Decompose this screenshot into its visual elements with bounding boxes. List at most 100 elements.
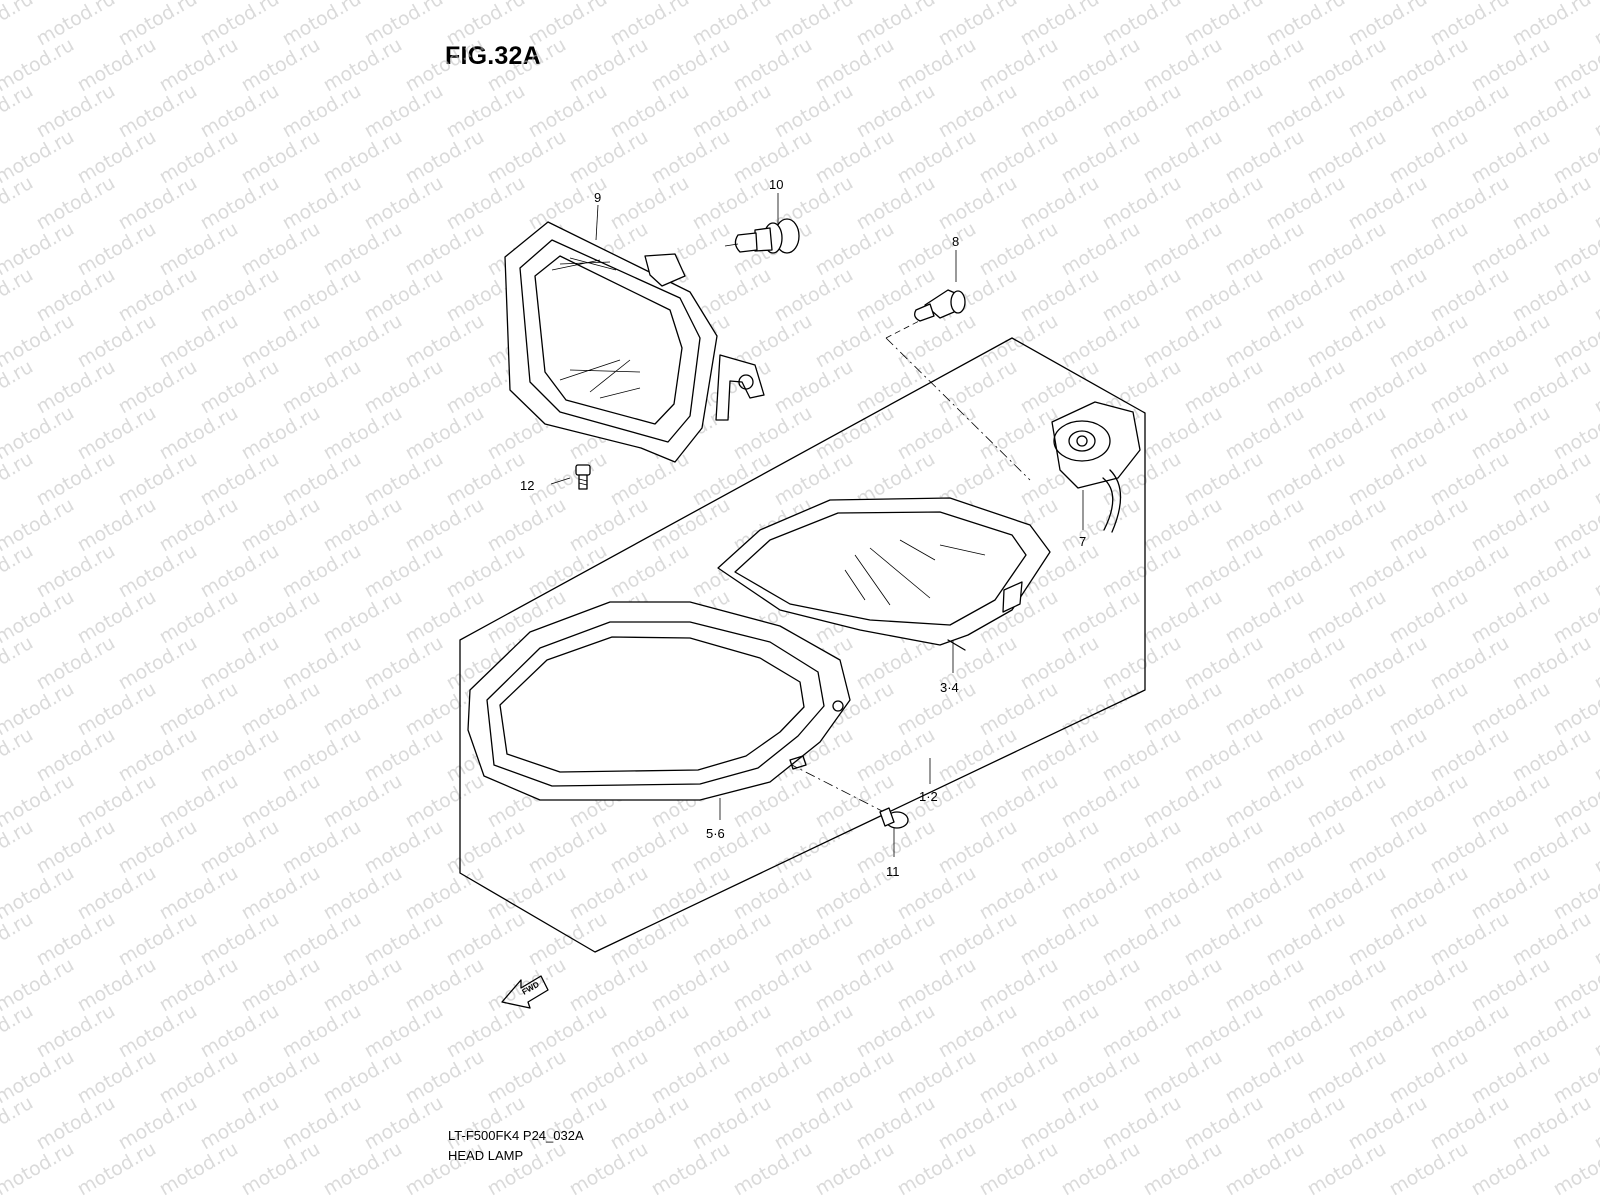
watermark-text: motod.ru [74,402,160,465]
watermark-text: motod.ru [1468,494,1554,557]
watermark-text: motod.ru [1222,126,1308,189]
watermark-text: motod.ru [1017,724,1103,787]
watermark-text: motod.ru [1304,494,1390,557]
watermark-text: motod.ru [33,816,119,879]
watermark-text: motod.ru [1345,0,1431,50]
watermark-text: motod.ru [976,678,1062,741]
watermark-text: motod.ru [1509,0,1595,50]
watermark-text: motod.ru [1058,494,1144,557]
watermark-text: motod.ru [607,0,693,50]
callout-12: 12 [520,478,534,493]
watermark-text: motod.ru [1140,34,1226,97]
watermark-text: motod.ru [238,1046,324,1109]
watermark-text: motod.ru [935,0,1021,50]
headlamp-unit-part [504,221,765,463]
watermark-text: motod.ru [1304,310,1390,373]
watermark-text: motod.ru [1591,540,1600,603]
watermark-text: motod.ru [443,816,529,879]
watermark-text: motod.ru [689,1092,775,1155]
watermark-text: motod.ru [812,218,898,281]
watermark-text: motod.ru [197,448,283,511]
screw-11-part [879,807,909,829]
watermark-text: motod.ru [1509,172,1595,235]
watermark-text: motod.ru [402,494,488,557]
watermark-text: motod.ru [361,172,447,235]
watermark-text: motod.ru [1181,540,1267,603]
watermark-text: motod.ru [238,770,324,833]
watermark-text: motod.ru [1386,1138,1472,1200]
watermark-text: motod.ru [935,172,1021,235]
watermark-text: motod.ru [894,34,980,97]
watermark-text: motod.ru [607,908,693,971]
watermark-text: motod.ru [1591,1000,1600,1063]
watermark-text: motod.ru [1181,1000,1267,1063]
watermark-text: motod.ru [279,1000,365,1063]
watermark-text: motod.ru [156,862,242,925]
watermark-text: motod.ru [1386,586,1472,649]
watermark-text: motod.ru [156,126,242,189]
watermark-text: motod.ru [238,494,324,557]
watermark-text: motod.ru [115,80,201,143]
watermark-text: motod.ru [853,172,939,235]
watermark-text: motod.ru [238,1138,324,1200]
watermark-text: motod.ru [607,1092,693,1155]
watermark-text: motod.ru [1345,80,1431,143]
watermark-text: motod.ru [1263,1000,1349,1063]
watermark-text: motod.ru [935,908,1021,971]
watermark-text: motod.ru [1427,356,1513,419]
watermark-text: motod.ru [1468,678,1554,741]
socket-part [1051,401,1141,533]
watermark-text: motod.ru [33,0,119,50]
watermark-text: motod.ru [525,0,611,50]
watermark-text: motod.ru [1099,908,1185,971]
watermark-text: motod.ru [1304,402,1390,465]
watermark-text: motod.ru [197,816,283,879]
watermark-text: motod.ru [361,1092,447,1155]
watermark-text: motod.ru [1591,908,1600,971]
watermark-text: motod.ru [812,126,898,189]
watermark-text: motod.ru [1304,678,1390,741]
watermark-text: motod.ru [566,126,652,189]
watermark-text: motod.ru [1181,724,1267,787]
watermark-text: motod.ru [894,1138,980,1200]
watermark-text: motod.ru [1140,1138,1226,1200]
watermark-text: motod.ru [607,80,693,143]
watermark-text: motod.ru [156,310,242,373]
watermark-text: motod.ru [1099,264,1185,327]
watermark-text: motod.ru [1509,724,1595,787]
watermark-text: motod.ru [1345,172,1431,235]
watermark-text: motod.ru [279,540,365,603]
watermark-text: motod.ru [976,1046,1062,1109]
watermark-text: motod.ru [33,356,119,419]
watermark-text: motod.ru [1386,770,1472,833]
watermark-text: motod.ru [1058,1138,1144,1200]
callout-labels: 9 10 8 12 7 3·4 1·2 5·6 11 [520,177,1086,879]
watermark-text: motod.ru [484,862,570,925]
watermark-text: motod.ru [1591,172,1600,235]
watermark-text: motod.ru [1181,0,1267,50]
watermark-text: motod.ru [525,908,611,971]
watermark-text: motod.ru [853,0,939,50]
watermark-text: motod.ru [566,1046,652,1109]
watermark-text: motod.ru [1263,264,1349,327]
watermark-text: motod.ru [197,80,283,143]
watermark-text: motod.ru [1140,402,1226,465]
watermark-text: motod.ru [812,1046,898,1109]
watermark-text: motod.ru [484,34,570,97]
watermark-text: motod.ru [1304,954,1390,1017]
watermark-text: motod.ru [361,448,447,511]
watermark-text: motod.ru [525,1000,611,1063]
watermark-text: motod.ru [1345,540,1431,603]
watermark-text: motod.ru [33,724,119,787]
callout-5-6: 5·6 [706,826,725,841]
watermark-text: motod.ru [74,126,160,189]
watermark-text: motod.ru [1591,724,1600,787]
watermark-text: motod.ru [853,1092,939,1155]
watermark-text: motod.ru [1386,218,1472,281]
watermark-text: motod.ru [320,1138,406,1200]
watermark-text: motod.ru [976,862,1062,925]
watermark-text: motod.ru [279,908,365,971]
watermark-text: motod.ru [1222,1138,1308,1200]
